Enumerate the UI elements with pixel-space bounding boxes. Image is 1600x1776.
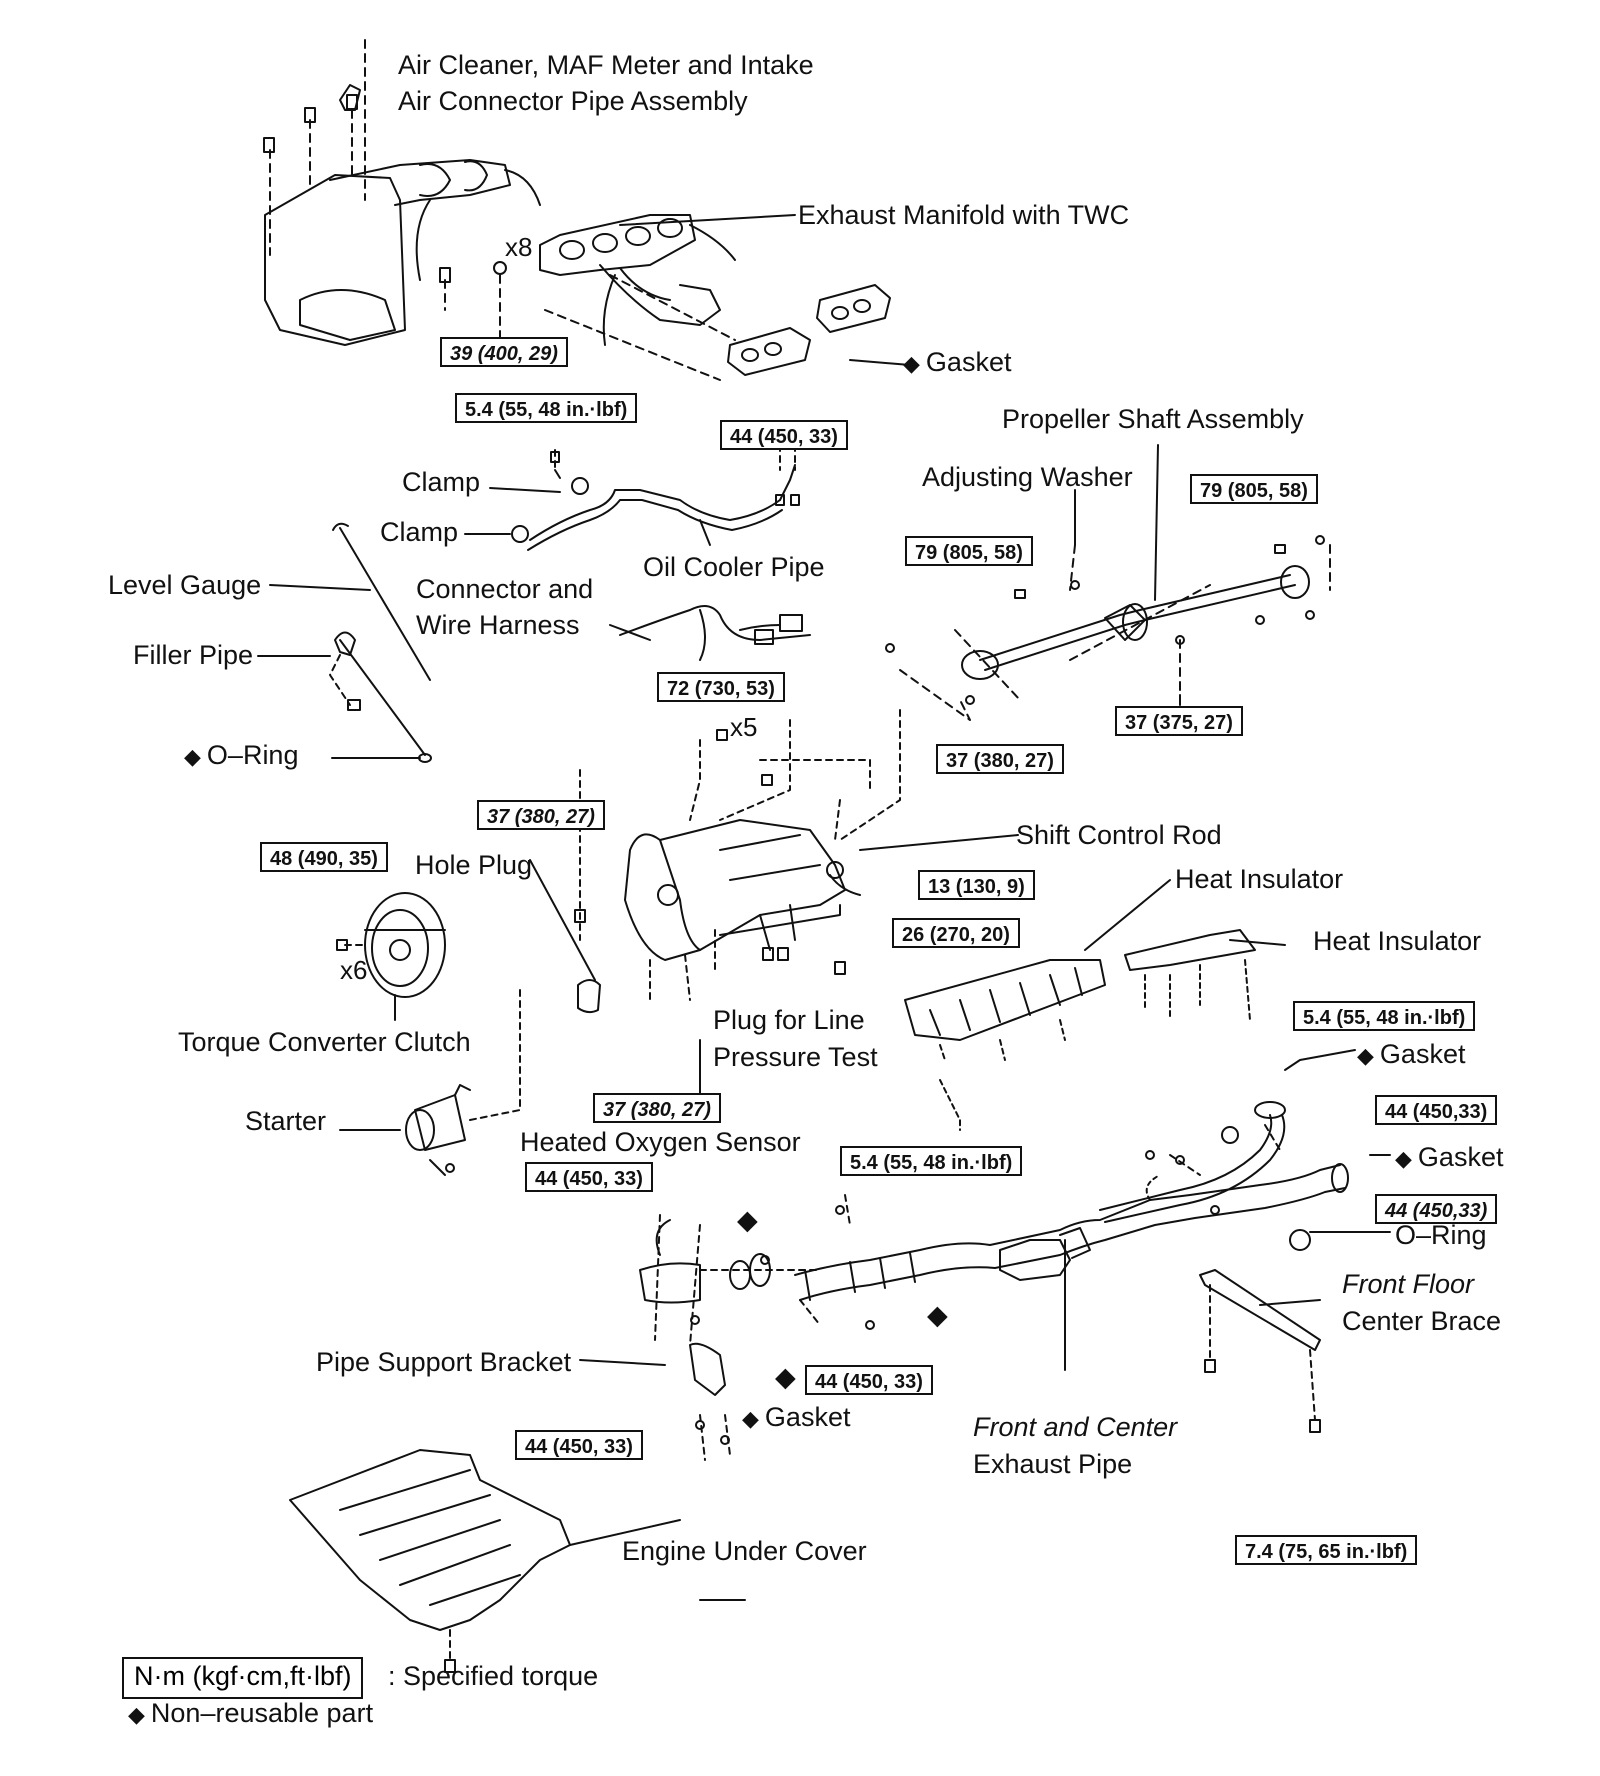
torque-propeller-center: 37 (375, 27) — [1115, 706, 1243, 736]
starter-drawing — [406, 990, 520, 1175]
non-reusable-diamond-icon: ◆ — [927, 1300, 948, 1330]
gasket-right-upper-text: Gasket — [1379, 1039, 1466, 1069]
label-gasket-lower: ◆Gasket — [742, 1400, 850, 1436]
label-connector-line2: Wire Harness — [416, 610, 580, 640]
label-connector-line1: Connector and — [416, 574, 594, 604]
label-level-gauge: Level Gauge — [108, 570, 262, 600]
legend-non-reusable: ◆Non–reusable part — [128, 1696, 373, 1732]
exhaust-pipe-drawing — [640, 1102, 1348, 1460]
gasket-manifold-text: Gasket — [925, 347, 1012, 377]
torque-transmission-upper: 37 (380, 27) — [936, 744, 1064, 774]
torque-insulator-center: 5.4 (55, 48 in.·lbf) — [840, 1146, 1023, 1176]
label-shift-control-rod: Shift Control Rod — [1016, 820, 1222, 850]
engine-under-cover-drawing — [290, 1450, 570, 1672]
non-reusable-diamond-icon: ◆ — [742, 1406, 759, 1431]
label-exhaust-manifold: Exhaust Manifold with TWC — [798, 200, 1130, 230]
label-gasket-right-lower: ◆Gasket — [1395, 1140, 1503, 1176]
label-plug-line-line1: Plug for Line — [713, 1005, 865, 1035]
air-cleaner-assembly-drawing — [264, 40, 540, 345]
non-reusable-diamond-icon: ◆ — [184, 744, 201, 769]
label-plug-line-line2: Pressure Test — [713, 1042, 878, 1072]
label-torque-converter: Torque Converter Clutch — [178, 1027, 471, 1057]
torque-insulator-right: 5.4 (55, 48 in.·lbf) — [1293, 1001, 1476, 1031]
non-reusable-diamond-icon: ◆ — [903, 351, 920, 376]
torque-oil-cooler: 44 (450, 33) — [720, 420, 848, 450]
legend-torque-unit-box: N·m (kgf·cm,ft·lbf) — [122, 1657, 364, 1699]
oil-cooler-pipe-drawing — [512, 445, 799, 550]
multiplier-manifold-nuts: x8 — [505, 232, 533, 262]
legend-non-reusable-text: Non–reusable part — [150, 1698, 374, 1728]
torque-converter-bolts: 48 (490, 35) — [260, 842, 388, 872]
exhaust-manifold-drawing — [494, 215, 890, 380]
label-filler-pipe: Filler Pipe — [133, 640, 254, 670]
label-o-ring-right: O–Ring — [1395, 1220, 1487, 1250]
label-oil-cooler-pipe: Oil Cooler Pipe — [643, 552, 825, 582]
label-front-center-line2: Exhaust Pipe — [973, 1449, 1133, 1479]
label-front-floor-line1: Front Floor — [1342, 1269, 1475, 1299]
multiplier-converter-bolts: x6 — [340, 955, 368, 985]
o-ring-left-text: O–Ring — [206, 740, 299, 770]
label-heated-oxygen-sensor: Heated Oxygen Sensor — [520, 1127, 801, 1157]
label-air-cleaner-line1: Air Cleaner, MAF Meter and Intake — [398, 50, 814, 80]
multiplier-transmission-bolts: x5 — [730, 712, 758, 742]
non-reusable-diamond-icon: ◆ — [128, 1702, 145, 1727]
torque-exhaust-right-upper: 44 (450,33) — [1375, 1095, 1498, 1125]
label-engine-under-cover: Engine Under Cover — [622, 1536, 867, 1566]
torque-center-brace: 7.4 (75, 65 in.·lbf) — [1235, 1535, 1418, 1565]
torque-bracket-bolts: 37 (380, 27) — [593, 1093, 721, 1123]
label-heat-insulator-center: Heat Insulator — [1175, 864, 1344, 894]
torque-propeller-left: 79 (805, 58) — [905, 536, 1033, 566]
label-clamp-lower: Clamp — [380, 517, 459, 547]
torque-exhaust-right-lower: 44 (450,33) — [1375, 1194, 1498, 1224]
hole-plug-drawing — [578, 980, 600, 1012]
center-brace-drawing — [1200, 1270, 1320, 1432]
label-o-ring-left: ◆O–Ring — [184, 738, 298, 774]
label-gasket-right-upper: ◆Gasket — [1357, 1037, 1465, 1073]
label-adjusting-washer: Adjusting Washer — [922, 462, 1133, 492]
non-reusable-diamond-icon: ◆ — [1357, 1043, 1374, 1068]
label-clamp-upper: Clamp — [402, 467, 481, 497]
torque-oxygen-sensor: 44 (450, 33) — [525, 1162, 653, 1192]
torque-transmission-lower: 26 (270, 20) — [892, 918, 1020, 948]
label-air-cleaner-line2: Air Connector Pipe Assembly — [398, 86, 748, 116]
torque-converter-drawing — [337, 893, 445, 997]
label-propeller-shaft: Propeller Shaft Assembly — [1002, 404, 1304, 434]
heat-insulator-right-drawing — [1125, 930, 1255, 1020]
label-starter: Starter — [245, 1106, 327, 1136]
propeller-shaft-drawing — [886, 536, 1330, 720]
non-reusable-diamond-icon: ◆ — [1395, 1146, 1412, 1171]
torque-manifold: 39 (400, 29) — [440, 337, 568, 367]
non-reusable-diamond-icon: ◆ — [737, 1205, 758, 1235]
torque-clamp: 5.4 (55, 48 in.·lbf) — [455, 393, 638, 423]
label-hole-plug: Hole Plug — [415, 850, 533, 880]
transmission-drawing — [575, 710, 900, 1000]
torque-propeller-right: 79 (805, 58) — [1190, 474, 1318, 504]
torque-transmission-x5: 72 (730, 53) — [657, 672, 785, 702]
torque-transmission-left: 37 (380, 27) — [477, 800, 605, 830]
label-pipe-support-bracket: Pipe Support Bracket — [316, 1347, 572, 1377]
leader-lines — [258, 215, 1390, 1600]
torque-front-pipe: 44 (450, 33) — [805, 1365, 933, 1395]
legend-torque-description: : Specified torque — [388, 1661, 599, 1691]
torque-support-bracket: 44 (450, 33) — [515, 1430, 643, 1460]
torque-shift-rod: 13 (130, 9) — [918, 870, 1035, 900]
wire-harness-drawing — [620, 606, 810, 660]
non-reusable-diamond-icon: ◆ — [775, 1362, 796, 1392]
heat-insulator-center-drawing — [905, 960, 1105, 1130]
gasket-right-lower-text: Gasket — [1417, 1142, 1504, 1172]
gasket-lower-text: Gasket — [764, 1402, 851, 1432]
level-gauge-drawing — [330, 524, 431, 762]
label-heat-insulator-right: Heat Insulator — [1313, 926, 1482, 956]
label-front-center-line1: Front and Center — [973, 1412, 1178, 1442]
label-gasket-manifold: ◆Gasket — [903, 345, 1011, 381]
label-front-floor-line2: Center Brace — [1342, 1306, 1502, 1336]
